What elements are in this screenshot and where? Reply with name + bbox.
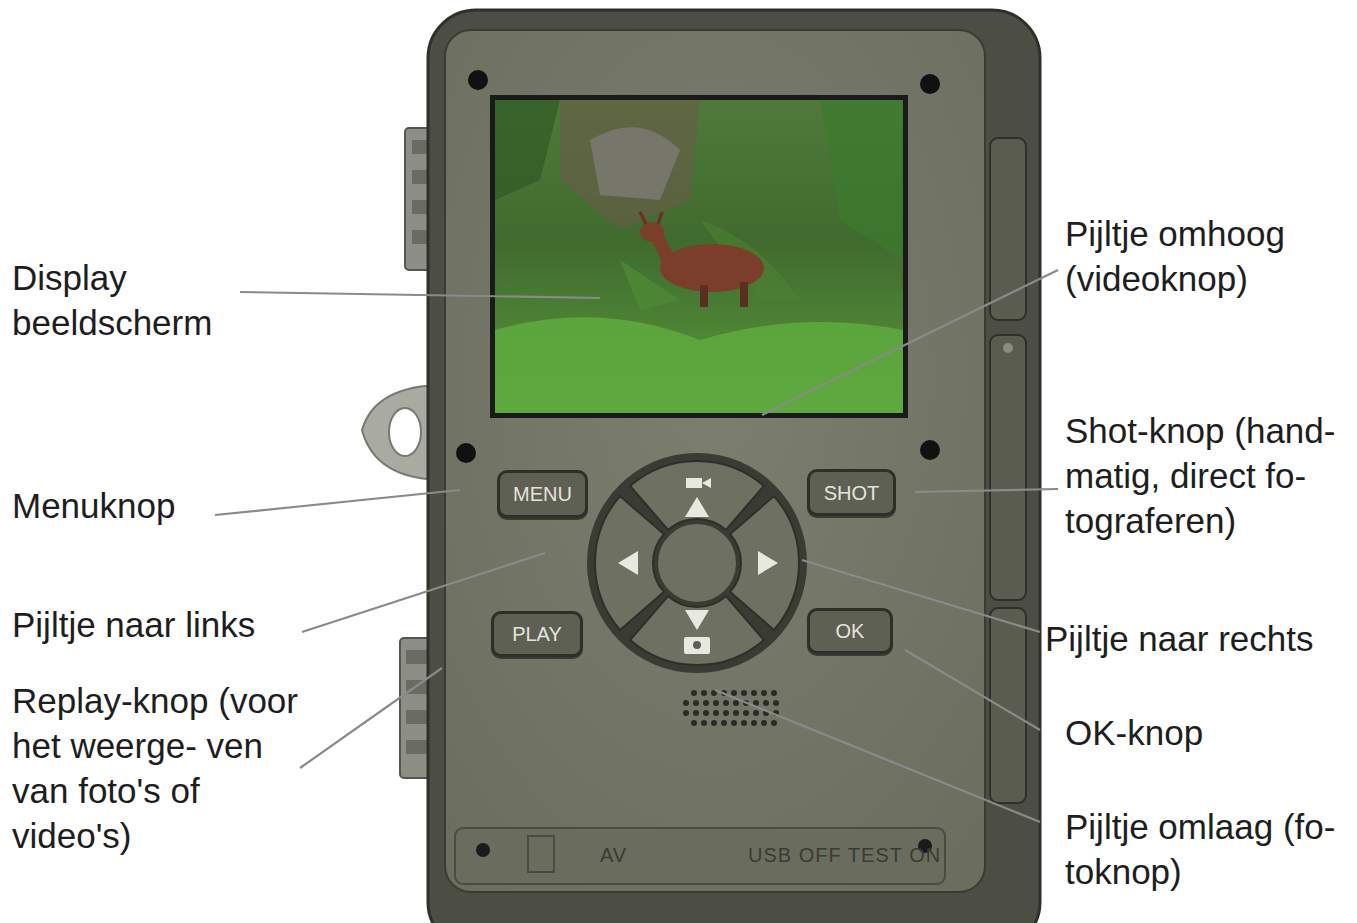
front-panel <box>445 30 985 892</box>
dpad-ring <box>587 453 807 673</box>
speaker-hole <box>761 690 767 696</box>
speaker-hole <box>751 690 757 696</box>
port-marking: AV <box>600 843 627 867</box>
leader-lines <box>215 270 1058 822</box>
callout-label: Menuknop <box>12 483 252 528</box>
speaker-hole <box>723 710 729 716</box>
button-label: MENU <box>513 482 572 506</box>
speaker-hole <box>741 690 747 696</box>
hinge <box>990 335 1026 600</box>
speaker-hole <box>713 710 719 716</box>
speaker-hole <box>683 710 689 716</box>
control-button: PLAY <box>491 611 583 657</box>
speaker-hole <box>743 710 749 716</box>
speaker-hole <box>731 720 737 726</box>
button-label: SHOT <box>824 481 880 505</box>
speaker-hole <box>683 700 689 706</box>
display-frame <box>490 95 908 418</box>
button-label: PLAY <box>512 622 562 646</box>
speaker-hole <box>763 700 769 706</box>
callout-label: Pijltje naar rechts <box>1045 616 1350 661</box>
hinge <box>990 608 1026 803</box>
callout-label: Replay-knop (voor het weerge- ven van fo… <box>12 678 302 858</box>
speaker-hole <box>693 710 699 716</box>
strap-hole <box>389 408 421 456</box>
callout-label: Pijltje omhoog (videoknop) <box>1065 211 1317 301</box>
speaker-hole <box>751 720 757 726</box>
arrow-button <box>630 596 764 665</box>
deer <box>660 244 764 292</box>
speaker-hole <box>771 720 777 726</box>
callout-label: Pijltje omlaag (fo- toknop) <box>1065 804 1351 894</box>
speaker-hole <box>771 690 777 696</box>
arrow-button <box>730 496 799 630</box>
callout-label: Shot-knop (hand- matig, direct fo- togra… <box>1065 408 1351 543</box>
bottom-ports <box>455 828 945 884</box>
speaker-hole <box>773 700 779 706</box>
speaker-hole <box>701 690 707 696</box>
speaker-hole <box>703 710 709 716</box>
speaker-hole <box>691 690 697 696</box>
control-button: SHOT <box>807 469 896 516</box>
speaker-hole <box>721 720 727 726</box>
speaker-hole <box>711 720 717 726</box>
speaker-hole <box>741 720 747 726</box>
button-label: OK <box>836 619 865 643</box>
callout-label: OK-knop <box>1065 710 1305 755</box>
speaker-hole <box>731 690 737 696</box>
control-button: OK <box>807 608 893 654</box>
arrow-button <box>595 496 664 630</box>
speaker-hole <box>691 720 697 726</box>
speaker-hole <box>761 720 767 726</box>
camera-housing <box>428 10 1040 923</box>
arrow-button <box>630 461 764 530</box>
control-button: MENU <box>497 470 588 518</box>
speaker-hole <box>753 710 759 716</box>
speaker-hole <box>701 720 707 726</box>
hinge <box>990 138 1026 320</box>
speaker-hole <box>733 700 739 706</box>
callout-label: Pijltje naar links <box>12 602 342 647</box>
speaker-hole <box>733 710 739 716</box>
display-image <box>495 100 903 413</box>
speaker-hole <box>713 700 719 706</box>
speaker-hole <box>723 700 729 706</box>
port-marking: USB OFF TEST ON <box>748 843 941 867</box>
speaker-hole <box>693 700 699 706</box>
callout-label: Display beeldscherm <box>12 255 244 345</box>
speaker-hole <box>703 700 709 706</box>
